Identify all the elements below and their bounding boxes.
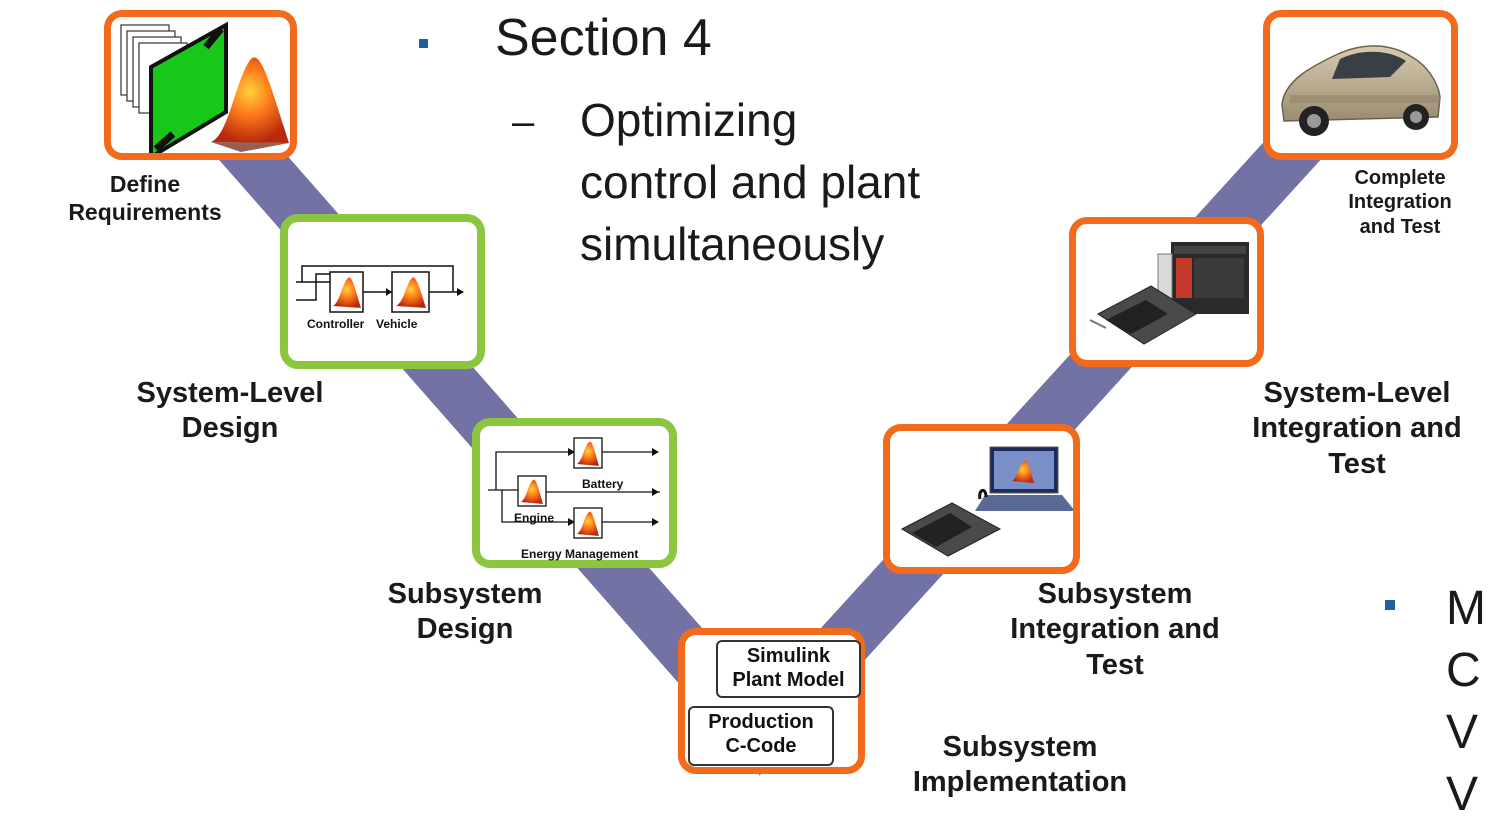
subsystem-design-label: Subsystem Design — [340, 577, 590, 648]
plant-model-line: Plant Model — [732, 669, 845, 691]
right-bullet-letter-2: C — [1446, 644, 1481, 697]
production-c-code-block: Production C-Code — [688, 706, 834, 766]
section-title: Section 4 — [495, 9, 712, 67]
complete-integration-line-3: and Test — [1359, 215, 1441, 238]
sub-bullet-line-3: simultaneously — [580, 218, 885, 270]
section-bullet-marker — [419, 39, 428, 48]
right-bullet-letter-3: V — [1446, 706, 1479, 759]
system-level-design-label: System-Level Design — [95, 376, 365, 447]
complete-integration-line-1: Complete — [1354, 167, 1446, 189]
system-level-integration-box — [1069, 217, 1264, 367]
subsystem-integration-line-2: Integration and — [1010, 613, 1220, 646]
subsystem-integration-line-3: Test — [1086, 648, 1144, 681]
complete-integration-label: Complete Integration and Test — [1300, 166, 1493, 239]
simulink-line: Simulink — [746, 645, 831, 667]
battery-label: Battery — [582, 477, 624, 491]
subsystem-implementation-line-1: Subsystem — [942, 731, 1098, 763]
subsystem-implementation-line-2: Implementation — [912, 766, 1128, 799]
sub-bullet-line-2: control and plant — [580, 156, 921, 208]
define-requirements-line-2: Requirements — [68, 199, 222, 226]
vehicle-label: Vehicle — [376, 317, 418, 331]
sub-bullet-line-1: Optimizing — [580, 94, 798, 146]
subsystem-integration-box — [883, 424, 1080, 574]
subsystem-design-line-1: Subsystem — [387, 578, 543, 610]
right-bullet-letter-4: V — [1446, 768, 1479, 821]
system-level-integration-line-3: Test — [1328, 447, 1386, 480]
ecu-rack-icon — [1089, 242, 1249, 345]
subsystem-block-diagram-icon — [488, 437, 660, 539]
system-level-design-line-2: Design — [181, 412, 279, 445]
system-level-design-box — [280, 214, 485, 369]
system-level-integration-label: System-Level Integration and Test — [1212, 376, 1493, 482]
energy-management-label: Energy Management — [521, 547, 639, 561]
simulink-plant-model-block: Simulink Plant Model — [716, 640, 861, 698]
define-requirements-line-1: Define — [109, 171, 181, 197]
system-level-integration-line-1: System-Level — [1263, 377, 1451, 409]
define-requirements-label: Define Requirements — [20, 170, 270, 226]
complete-integration-line-2: Integration — [1348, 191, 1452, 214]
production-line: Production — [708, 711, 814, 733]
subsystem-implementation-label: Subsystem Implementation — [870, 730, 1170, 801]
controller-label: Controller — [307, 317, 365, 331]
c-code-line: C-Code — [725, 735, 797, 757]
subsystem-integration-line-1: Subsystem — [1037, 578, 1193, 610]
engine-label: Engine — [514, 511, 555, 525]
requirements-doc-matlab-icon — [120, 21, 289, 153]
right-bullet-letter-1: M — [1446, 582, 1486, 635]
car-icon — [1281, 45, 1441, 136]
subsystem-design-line-2: Design — [416, 613, 514, 646]
system-level-integration-line-2: Integration and — [1252, 412, 1462, 445]
subsystem-integration-label: Subsystem Integration and Test — [970, 577, 1260, 683]
system-level-design-line-1: System-Level — [136, 377, 324, 409]
sub-bullet-marker: – — [512, 100, 535, 144]
subsystem-design-box — [472, 418, 677, 568]
define-requirements-box — [104, 10, 297, 160]
block-diagram-icon — [296, 265, 464, 313]
right-bullet-marker — [1385, 600, 1395, 610]
complete-integration-box — [1263, 10, 1458, 160]
ecu-laptop-icon — [900, 446, 1073, 557]
